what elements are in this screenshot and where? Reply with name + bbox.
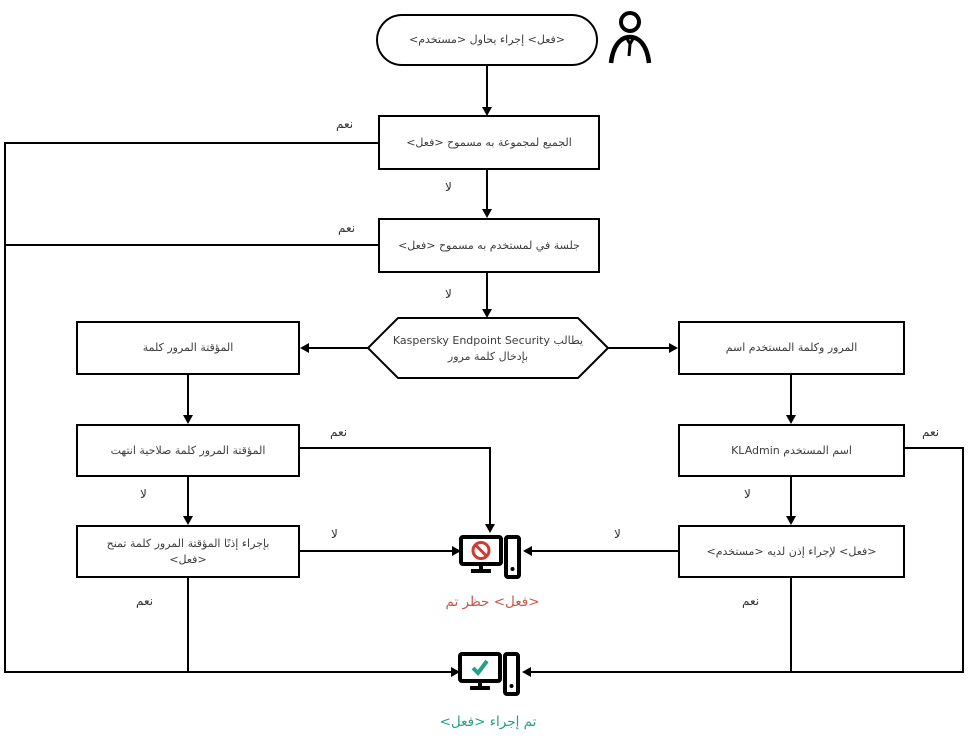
edge-label-yes-grants: نعم <box>136 594 154 608</box>
node-user-has-permission-label: <مستخدم> لديه إذن لإجراء <فعل> <box>706 544 877 558</box>
edge-label-no-session: لا <box>445 287 452 301</box>
user-icon <box>608 11 652 64</box>
edge-label-no-grants: لا <box>331 527 338 541</box>
prohibition-slash <box>474 543 488 558</box>
node-temp-password-expired: انتهت صلاحية كلمة المرور المؤقتة <box>76 424 300 477</box>
node-action-allowed-session: <فعل> مسموح به لمستخدم في جلسة <box>378 218 600 273</box>
edge-label-no-permission: لا <box>614 527 621 541</box>
node-action-allowed-session-label: <فعل> مسموح به لمستخدم في جلسة <box>398 238 580 252</box>
check-icon <box>471 659 489 677</box>
action-blocked-label: تم حظر <فعل> <box>445 594 540 610</box>
action-performed-computer-icon <box>458 652 520 696</box>
arrowheads <box>183 107 796 677</box>
edge-label-no-expired: لا <box>140 487 147 501</box>
node-kladmin-username: اسم المستخدم KLAdmin <box>678 424 905 477</box>
node-temp-password: كلمة المرور المؤقتة <box>76 321 300 375</box>
edge-label-yes-kladmin: نعم <box>922 425 940 439</box>
edge-label-no-everyone: لا <box>445 180 452 194</box>
node-temp-password-grants: تمنح كلمة المرور المؤقتة إذنًا بإجراء <ف… <box>76 525 300 578</box>
edge-label-yes-everyone: نعم <box>336 117 354 131</box>
edge-label-yes-session: نعم <box>338 221 356 235</box>
prohibition-icon <box>471 541 491 560</box>
node-kladmin-username-label: اسم المستخدم KLAdmin <box>731 443 852 457</box>
node-username-password: اسم المستخدم وكلمة المرور <box>678 321 905 375</box>
node-temp-password-grants-label: تمنح كلمة المرور المؤقتة إذنًا بإجراء <ف… <box>106 536 270 566</box>
action-performed-label: تم إجراء <فعل> <box>439 714 537 730</box>
node-password-prompt-label: يطالب Kaspersky Endpoint Security بإدخال… <box>392 333 584 363</box>
action-blocked-computer-icon <box>459 535 521 579</box>
edge-label-no-kladmin: لا <box>744 487 751 501</box>
edge-label-yes-expired: نعم <box>330 425 348 439</box>
node-user-has-permission: <مستخدم> لديه إذن لإجراء <فعل> <box>678 525 905 578</box>
node-temp-password-expired-label: انتهت صلاحية كلمة المرور المؤقتة <box>110 443 266 457</box>
start-node-label: <مستخدم> يحاول إجراء <فعل> <box>409 33 565 47</box>
node-temp-password-label: كلمة المرور المؤقتة <box>142 341 234 355</box>
edge-label-yes-permission: نعم <box>742 594 760 608</box>
start-node: <مستخدم> يحاول إجراء <فعل> <box>376 14 598 66</box>
node-action-allowed-everyone: <فعل> مسموح به لمجموعة الجميع <box>378 115 600 170</box>
node-action-allowed-everyone-label: <فعل> مسموح به لمجموعة الجميع <box>406 135 572 149</box>
node-username-password-label: اسم المستخدم وكلمة المرور <box>725 341 858 355</box>
